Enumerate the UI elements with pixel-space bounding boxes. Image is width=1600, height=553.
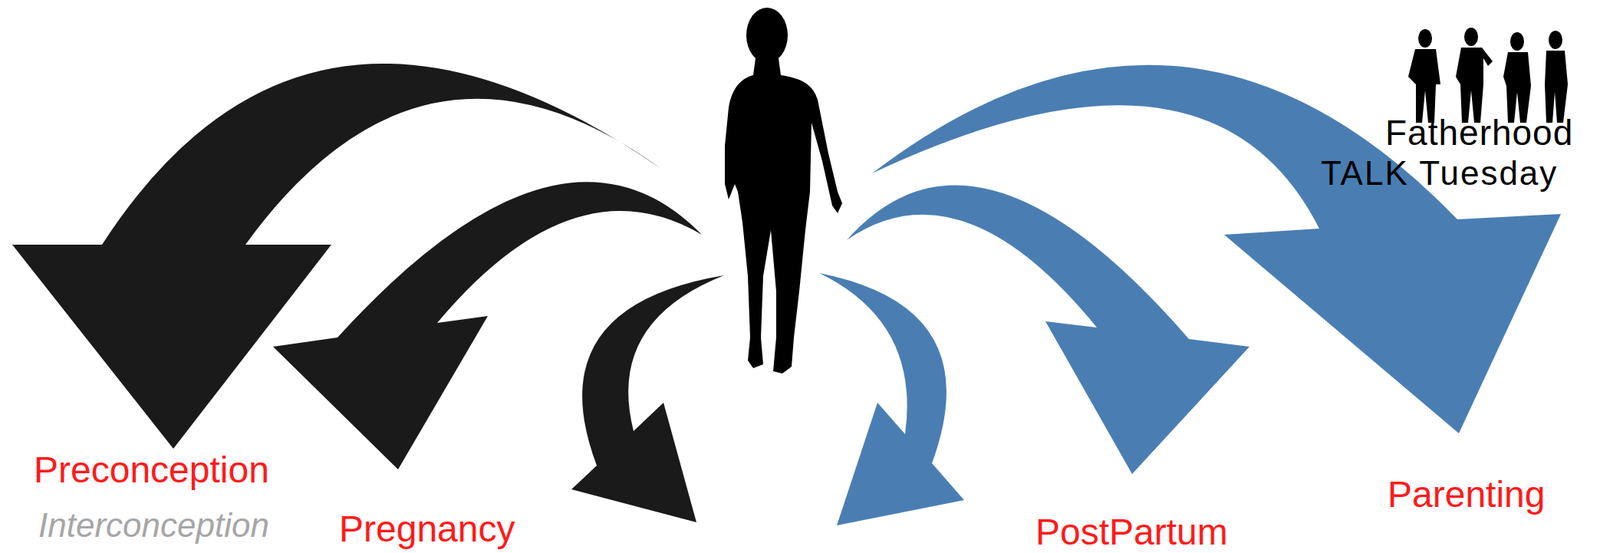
stage-label: PostPartum xyxy=(1035,513,1228,551)
logo-text: TALK Tuesday xyxy=(1320,156,1558,191)
stage-label: Preconception xyxy=(33,451,270,489)
stage-label: Pregnancy xyxy=(339,510,515,548)
blue-arrow xyxy=(819,273,965,526)
black-arrow xyxy=(571,275,725,523)
stage-sublabel: Interconception xyxy=(38,508,270,543)
stage-label: Parenting xyxy=(1387,476,1545,514)
logo-silhouettes xyxy=(1408,27,1568,123)
man-silhouette xyxy=(724,7,843,374)
logo-text: Fatherhood xyxy=(1385,115,1574,151)
blue-arrow xyxy=(846,185,1250,475)
